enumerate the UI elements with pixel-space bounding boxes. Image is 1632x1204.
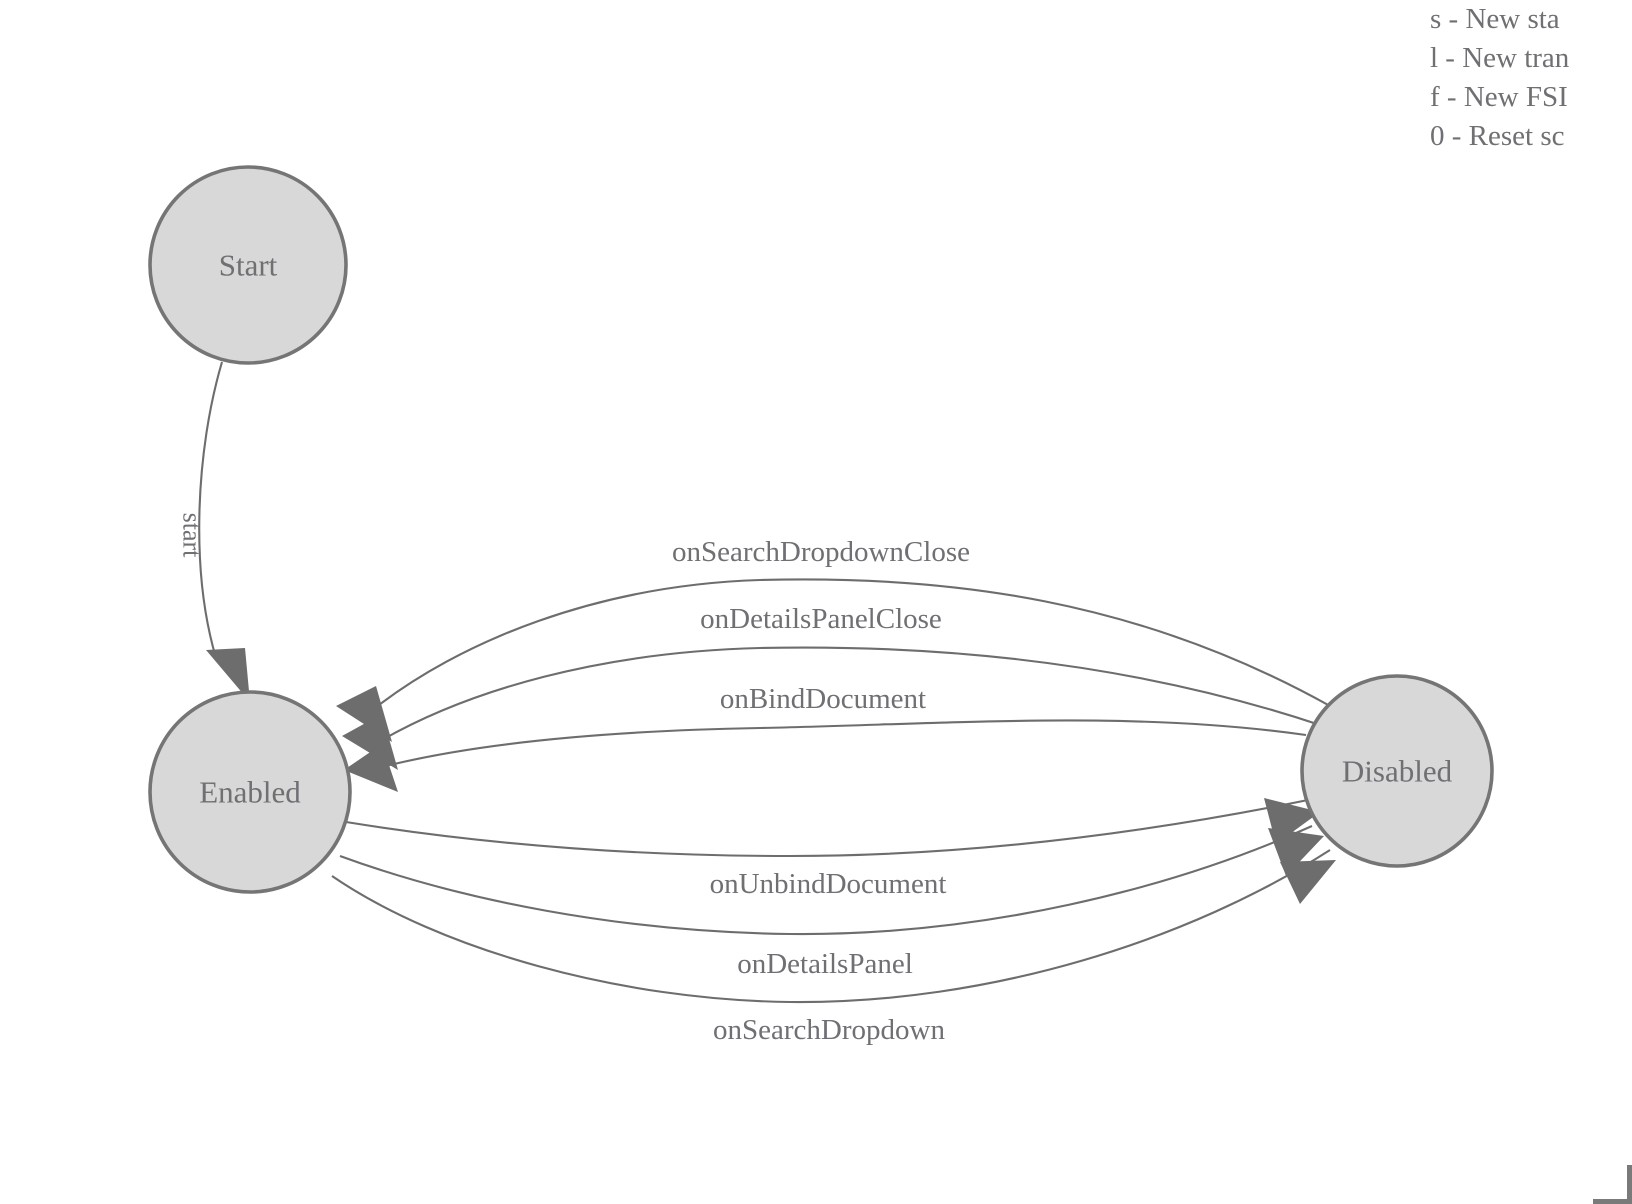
edge-onsearchdropdown-arrowhead: [1280, 860, 1336, 904]
edge-label-start: start: [178, 513, 207, 559]
edge-onbinddocument-path: [377, 719, 1307, 770]
node-start-label: Start: [219, 248, 278, 283]
edge-label-onunbinddocument: onUnbindDocument: [710, 868, 947, 900]
node-disabled-label: Disabled: [1342, 754, 1453, 789]
edge-onbinddocument-arrowhead: [344, 744, 398, 792]
edge-start-enabled-path: [198, 361, 224, 659]
resize-corner-bracket[interactable]: [1593, 1165, 1632, 1204]
edge-onsearchdropdownclose-path: [369, 578, 1331, 713]
keyboard-shortcuts-legend: s - New sta l - New tran f - New FSI 0 -…: [1430, 0, 1632, 156]
node-enabled-label: Enabled: [199, 775, 301, 810]
edge-onbinddocument[interactable]: [344, 719, 1307, 792]
node-disabled-circle: [1300, 674, 1494, 868]
edge-ondetailspanel-path: [339, 825, 1313, 936]
edge-start-enabled-arrowhead: [206, 648, 250, 702]
edge-onunbinddocument-path: [345, 798, 1309, 858]
node-disabled[interactable]: Disabled: [1300, 674, 1494, 868]
edge-onunbinddocument[interactable]: [345, 798, 1320, 858]
legend-line-new-state: s - New sta: [1430, 3, 1560, 35]
edge-label-onsearchdropdownclose: onSearchDropdownClose: [672, 536, 970, 568]
node-start[interactable]: Start: [148, 165, 348, 365]
edge-label-onsearchdropdown: onSearchDropdown: [713, 1014, 945, 1046]
edge-label-ondetailspanelclose: onDetailsPanelClose: [700, 603, 942, 635]
node-enabled-circle: [148, 690, 352, 894]
node-enabled[interactable]: Enabled: [148, 690, 352, 894]
edge-onsearchdropdown[interactable]: [331, 849, 1336, 1004]
edge-label-ondetailspanel: onDetailsPanel: [737, 948, 913, 980]
edge-label-onbinddocument: onBindDocument: [720, 683, 926, 715]
node-start-circle: [148, 165, 348, 365]
edge-start-enabled[interactable]: [198, 361, 250, 702]
legend-line-new-fsm: f - New FSI: [1430, 81, 1568, 113]
legend-line-new-transition: l - New tran: [1430, 42, 1570, 74]
edge-onsearchdropdown-path: [331, 849, 1331, 1004]
edge-ondetailspanelclose-path: [381, 646, 1321, 741]
legend-line-reset: 0 - Reset sc: [1430, 120, 1565, 152]
